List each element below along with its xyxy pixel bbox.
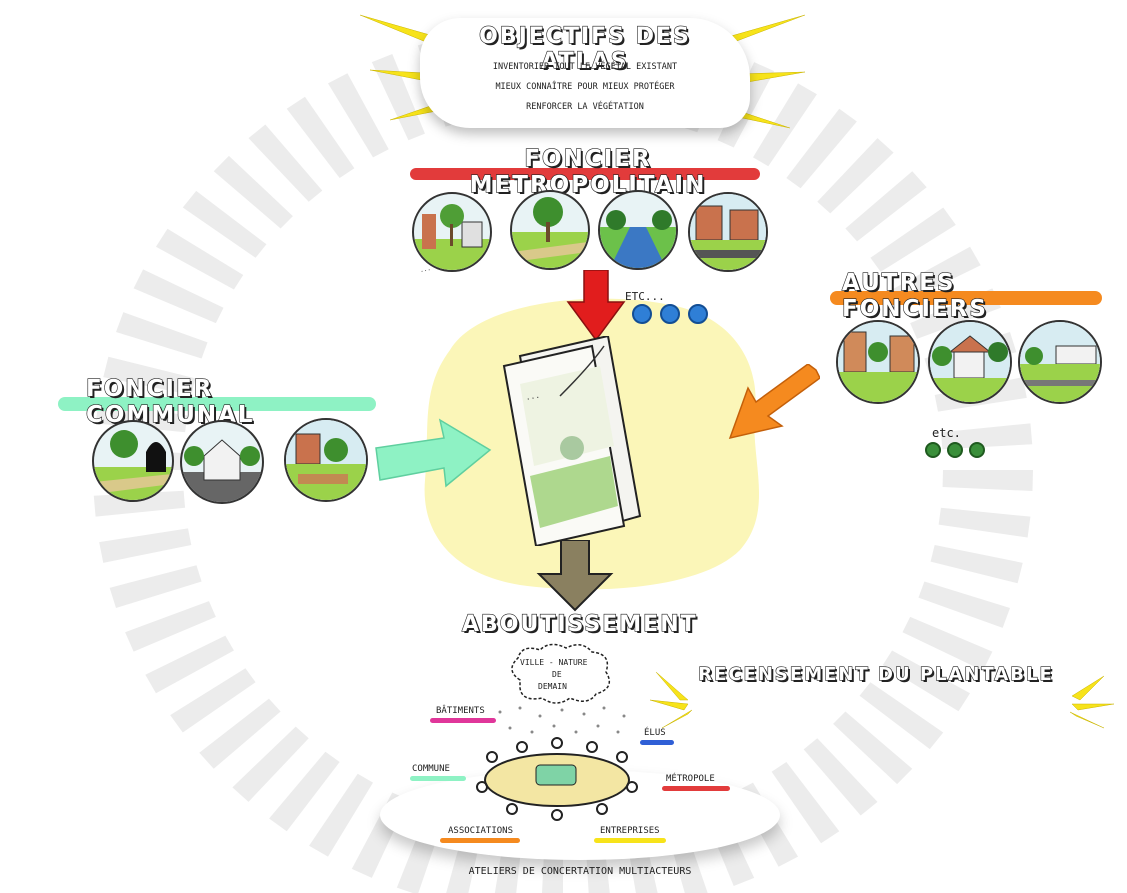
round-table xyxy=(476,737,638,821)
background-ray xyxy=(833,711,913,785)
idea-cloud xyxy=(511,643,611,704)
others-etc: etc. xyxy=(932,426,961,440)
others-arrow xyxy=(728,364,820,440)
label-batiments: BÂTIMENTS xyxy=(436,706,485,716)
others-title: AUTRES FONCIERS xyxy=(841,269,988,322)
label-commune: COMMUNE xyxy=(412,764,450,774)
label-metropole-line xyxy=(662,786,730,791)
communal-illustration-2 xyxy=(180,420,264,504)
outcome-arrow xyxy=(536,540,614,612)
background-ray xyxy=(145,635,234,694)
metropolitan-arrow xyxy=(566,270,626,342)
cloud-line-2: DE xyxy=(552,670,562,679)
background-ray xyxy=(269,751,340,832)
communal-underline xyxy=(58,397,376,411)
objectives-line-3: RENFORCER LA VÉGÉTATION xyxy=(526,102,644,112)
others-illustration-3 xyxy=(1018,320,1102,404)
label-elus: ÉLUS xyxy=(644,728,666,738)
background-ray xyxy=(930,545,1023,584)
background-ray xyxy=(182,190,267,258)
background-ray xyxy=(786,108,857,189)
background-ray xyxy=(845,171,927,242)
background-ray xyxy=(938,507,1031,538)
others-illustration-1 xyxy=(836,320,920,404)
background-ray xyxy=(371,53,425,141)
background-ray xyxy=(870,207,956,272)
background-ray xyxy=(309,773,373,857)
background-ray xyxy=(286,96,355,178)
background-ray xyxy=(918,581,1010,628)
svg-text:...: ... xyxy=(525,391,541,402)
background-ray xyxy=(771,762,840,844)
census-sun-rays-left xyxy=(649,671,693,729)
background-ray xyxy=(942,470,1033,492)
communal-illustration-3 xyxy=(284,418,368,502)
metro-illustration-4 xyxy=(688,192,768,272)
objectives-line-2: MIEUX CONNAÎTRE POUR MIEUX PROTÉGER xyxy=(495,82,675,92)
background-ray xyxy=(170,668,256,733)
communal-illustration-1 xyxy=(92,420,174,502)
background-ray xyxy=(882,650,971,712)
workshop-caption: ATELIERS DE CONCERTATION MULTIACTEURS xyxy=(468,866,692,877)
label-entreprises: ENTREPRISES xyxy=(600,826,660,836)
objectives-title: OBJECTIFS DES ATLAS xyxy=(479,23,691,74)
cloud-line-3: DEMAIN xyxy=(538,682,567,691)
background-ray xyxy=(248,124,323,202)
background-ray xyxy=(99,528,192,563)
label-metropole: MÉTROPOLE xyxy=(666,774,715,784)
label-entreprises-line xyxy=(594,838,666,843)
label-commune-line xyxy=(410,776,466,781)
metropolitan-etc: ETC... xyxy=(625,290,665,303)
metro-illustration-3 xyxy=(598,190,678,270)
background-ray xyxy=(940,423,1033,450)
census-sun-rays-right xyxy=(1069,675,1115,729)
background-ray xyxy=(902,616,993,671)
metropolitan-underline xyxy=(410,168,760,180)
metro-illustration-2 xyxy=(510,190,590,270)
background-ray xyxy=(103,356,196,395)
background-ray xyxy=(213,155,293,229)
objectives-panel xyxy=(420,18,750,128)
outcome-title: ABOUTISSEMENT xyxy=(461,611,698,637)
atlas-book-illustration: ... xyxy=(502,336,642,546)
census-title: RECENSEMENT DU PLANTABLE xyxy=(698,663,1054,685)
background-ray xyxy=(892,246,981,305)
background-ray xyxy=(817,138,894,214)
label-associations-line xyxy=(440,838,520,843)
background-ray xyxy=(803,738,878,816)
background-ray xyxy=(199,698,281,769)
background-ray xyxy=(155,228,244,290)
background-ray xyxy=(125,601,216,652)
background-ray xyxy=(328,73,389,158)
background-ray xyxy=(859,682,944,750)
metropolitan-title: FONCIER METROPOLITAIN xyxy=(469,145,707,198)
metropolitan-etc-dots xyxy=(632,304,708,324)
background-ray xyxy=(116,312,208,359)
background-ray xyxy=(232,726,309,802)
idea-dots xyxy=(498,706,626,734)
metro-illustration-1 xyxy=(412,192,492,272)
background-ray xyxy=(133,269,224,324)
cloud-line-1: VILLE - NATURE xyxy=(520,658,588,667)
label-batiments-line xyxy=(430,718,496,723)
background-ray xyxy=(109,565,202,608)
label-elus-line xyxy=(640,740,674,745)
objectives-line-1: INVENTORIER TOUT LE VÉGÉTAL EXISTANT xyxy=(492,62,678,72)
others-underline xyxy=(830,291,1102,305)
label-associations: ASSOCIATIONS xyxy=(448,826,514,836)
others-etc-dots xyxy=(925,442,985,458)
background-ray xyxy=(753,83,817,167)
others-illustration-2 xyxy=(928,320,1012,404)
communal-arrow xyxy=(375,418,492,488)
